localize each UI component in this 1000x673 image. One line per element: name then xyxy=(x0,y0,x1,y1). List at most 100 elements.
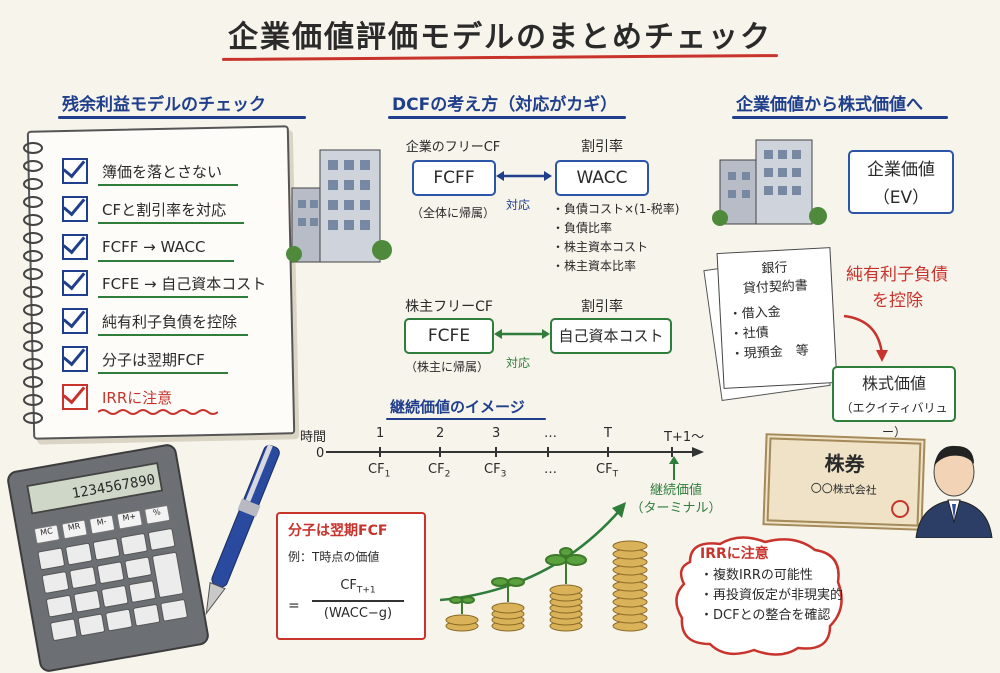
checklist-item-label: FCFF → WACC xyxy=(102,238,206,256)
certificate-company: 〇〇株式会社 xyxy=(810,481,877,498)
formula-equals: = xyxy=(288,598,300,614)
calc-key: M- xyxy=(88,514,116,535)
left-section-heading: 残余利益モデルのチェック xyxy=(62,95,266,115)
irr-cloud-icon xyxy=(675,536,843,656)
tick-label: 2 xyxy=(436,426,445,441)
irr-item: ・DCFとの整合を確認 xyxy=(700,608,831,623)
checklist-item: FCFE → 自己資本コスト xyxy=(62,270,266,296)
deduct-label: 純有利子負債 xyxy=(846,265,948,285)
irr-caution-note: IRRに注意 ・複数IRRの可能性 ・再投資仮定が非現実的 ・DCFとの整合を確… xyxy=(700,544,843,626)
wacc-bullet: ・負債コスト×(1-税率) xyxy=(552,202,680,216)
checklist-item: CFと割引率を対応 xyxy=(62,196,226,222)
ev-sub: （EV） xyxy=(872,188,930,208)
deduct-sub: を控除 xyxy=(872,291,923,311)
middle-section-heading: DCFの考え方（対応がカギ） xyxy=(392,95,618,115)
deduct-note: 純有利子負債 を控除 xyxy=(846,262,948,314)
correspondence-label: 対応 xyxy=(506,198,531,212)
double-arrow-icon xyxy=(494,329,550,339)
tick-label: 0 xyxy=(316,446,325,461)
checklist-item-label: 簿価を落とさない xyxy=(102,162,223,181)
right-heading-underline xyxy=(732,116,948,119)
timeline-axis xyxy=(326,447,704,457)
checkbox-checked-red-icon xyxy=(62,384,88,410)
fraction-bar xyxy=(312,600,404,602)
up-arrow-icon xyxy=(669,456,679,480)
growing-coins-icon xyxy=(440,502,648,632)
middle-heading-underline xyxy=(388,116,626,119)
time-axis-label: 時間 xyxy=(300,430,327,445)
checkbox-checked-icon xyxy=(62,196,88,222)
certificate-title: 株券 xyxy=(824,451,866,477)
terminal-sub: （ターミナル） xyxy=(630,501,722,516)
irr-heading: IRRに注意 xyxy=(700,546,769,562)
notebook-spiral xyxy=(18,140,48,430)
wacc-bullet: ・負債比率 xyxy=(552,221,613,235)
checkbox-checked-icon xyxy=(62,270,88,296)
left-heading-underline xyxy=(58,116,306,119)
checklist-item: FCFF → WACC xyxy=(62,234,205,260)
irr-item: ・複数IRRの可能性 xyxy=(700,568,813,583)
page-title: 企業価値評価モデルのまとめチェック xyxy=(228,20,772,55)
wavy-underline-icon xyxy=(98,409,218,415)
fcfe-box: FCFE xyxy=(404,318,494,354)
tick-label: 1 xyxy=(376,426,385,441)
equity-value-box: 株式価値 （エクイティバリュー） xyxy=(832,366,956,439)
pen-icon xyxy=(205,444,280,616)
checklist-item-warning: IRRに注意 xyxy=(62,384,172,410)
wacc-box: WACC xyxy=(555,160,649,196)
fcfe-note: （株主に帰属） xyxy=(404,360,489,374)
checklist-item-label: IRRに注意 xyxy=(102,388,173,407)
formula-box: 分子は翌期FCF 例：T時点の価値 = CFT+1 (WACC−g) xyxy=(276,512,426,640)
checklist-item-label: 純有利子負債を控除 xyxy=(102,312,238,331)
timeline-heading-underline xyxy=(386,418,546,420)
cf-label: CFT xyxy=(596,462,619,480)
cf-label: … xyxy=(544,462,557,477)
seal-stamp-icon xyxy=(890,499,910,519)
formula-example: 例：T時点の価値 xyxy=(288,550,380,564)
checkbox-checked-icon xyxy=(62,346,88,372)
checklist-item: 簿価を落とさない xyxy=(62,158,222,184)
equity-label: 株式価値 xyxy=(861,374,926,393)
item-underline xyxy=(98,334,248,336)
formula-numerator: CFT+1 xyxy=(340,578,376,596)
formula-denominator: (WACC−g) xyxy=(323,606,393,621)
wacc-components: ・負債コスト×(1-税率) ・負債比率 ・株主資本コスト ・株主資本比率 xyxy=(552,200,679,276)
correspondence-label: 対応 xyxy=(506,356,531,370)
item-underline xyxy=(98,184,238,186)
wacc-bullet: ・株主資本コスト xyxy=(552,240,649,254)
tick-label: T xyxy=(604,426,612,441)
calc-key: MC xyxy=(33,524,61,545)
equity-sub: （エクイティバリュー） xyxy=(840,401,948,439)
calculator-icon: 1234567890 MC MR M- M+ % xyxy=(5,442,211,673)
checkbox-checked-icon xyxy=(62,158,88,184)
irr-item: ・再投資仮定が非現実的 xyxy=(700,588,844,603)
tick-label: … xyxy=(544,426,557,441)
cf-label: CF1 xyxy=(368,462,391,480)
timeline-heading: 継続価値のイメージ xyxy=(390,398,525,416)
fcff-box: FCFF xyxy=(412,160,496,196)
fcff-caption: 企業のフリーCF xyxy=(405,140,501,155)
checklist-item-label: CFと割引率を対応 xyxy=(102,200,227,219)
formula-heading: 分子は翌期FCF xyxy=(288,523,388,539)
wacc-bullet: ・株主資本比率 xyxy=(552,259,637,273)
checklist-item-label: FCFE → 自己資本コスト xyxy=(102,274,267,293)
checkbox-checked-icon xyxy=(62,234,88,260)
calc-key: MR xyxy=(61,519,88,540)
checklist-item: 純有利子負債を控除 xyxy=(62,308,237,334)
tick-label: 3 xyxy=(492,426,501,441)
item-underline xyxy=(98,296,248,298)
item-underline xyxy=(98,260,234,262)
office-building-icon xyxy=(286,149,392,263)
wacc-caption: 割引率 xyxy=(581,139,623,155)
businessman-icon xyxy=(915,445,993,538)
curved-arrow-icon xyxy=(843,314,888,362)
ev-label: 企業価値 xyxy=(867,160,935,180)
fcfe-caption: 株主フリーCF xyxy=(405,299,493,315)
cf-label: CF2 xyxy=(428,462,451,480)
checklist-item-label: 分子は翌期FCF xyxy=(102,350,205,369)
checklist-item: 分子は翌期FCF xyxy=(62,346,205,372)
item-underline xyxy=(98,372,228,374)
double-arrow-icon xyxy=(496,171,552,181)
cost-of-equity-box: 自己資本コスト xyxy=(550,318,672,354)
right-section-heading: 企業価値から株式価値へ xyxy=(736,95,923,115)
